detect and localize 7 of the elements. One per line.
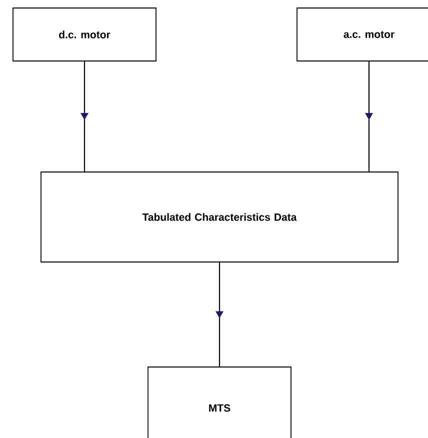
process-box: Tabulated Characteristics Data	[40, 172, 398, 262]
process-box: d.c. motor	[12, 8, 156, 62]
process-box: MTS	[148, 366, 292, 438]
arrow	[216, 262, 224, 367]
process-box: a.c. motor	[296, 8, 428, 62]
arrow	[365, 61, 373, 172]
arrow	[80, 61, 88, 172]
